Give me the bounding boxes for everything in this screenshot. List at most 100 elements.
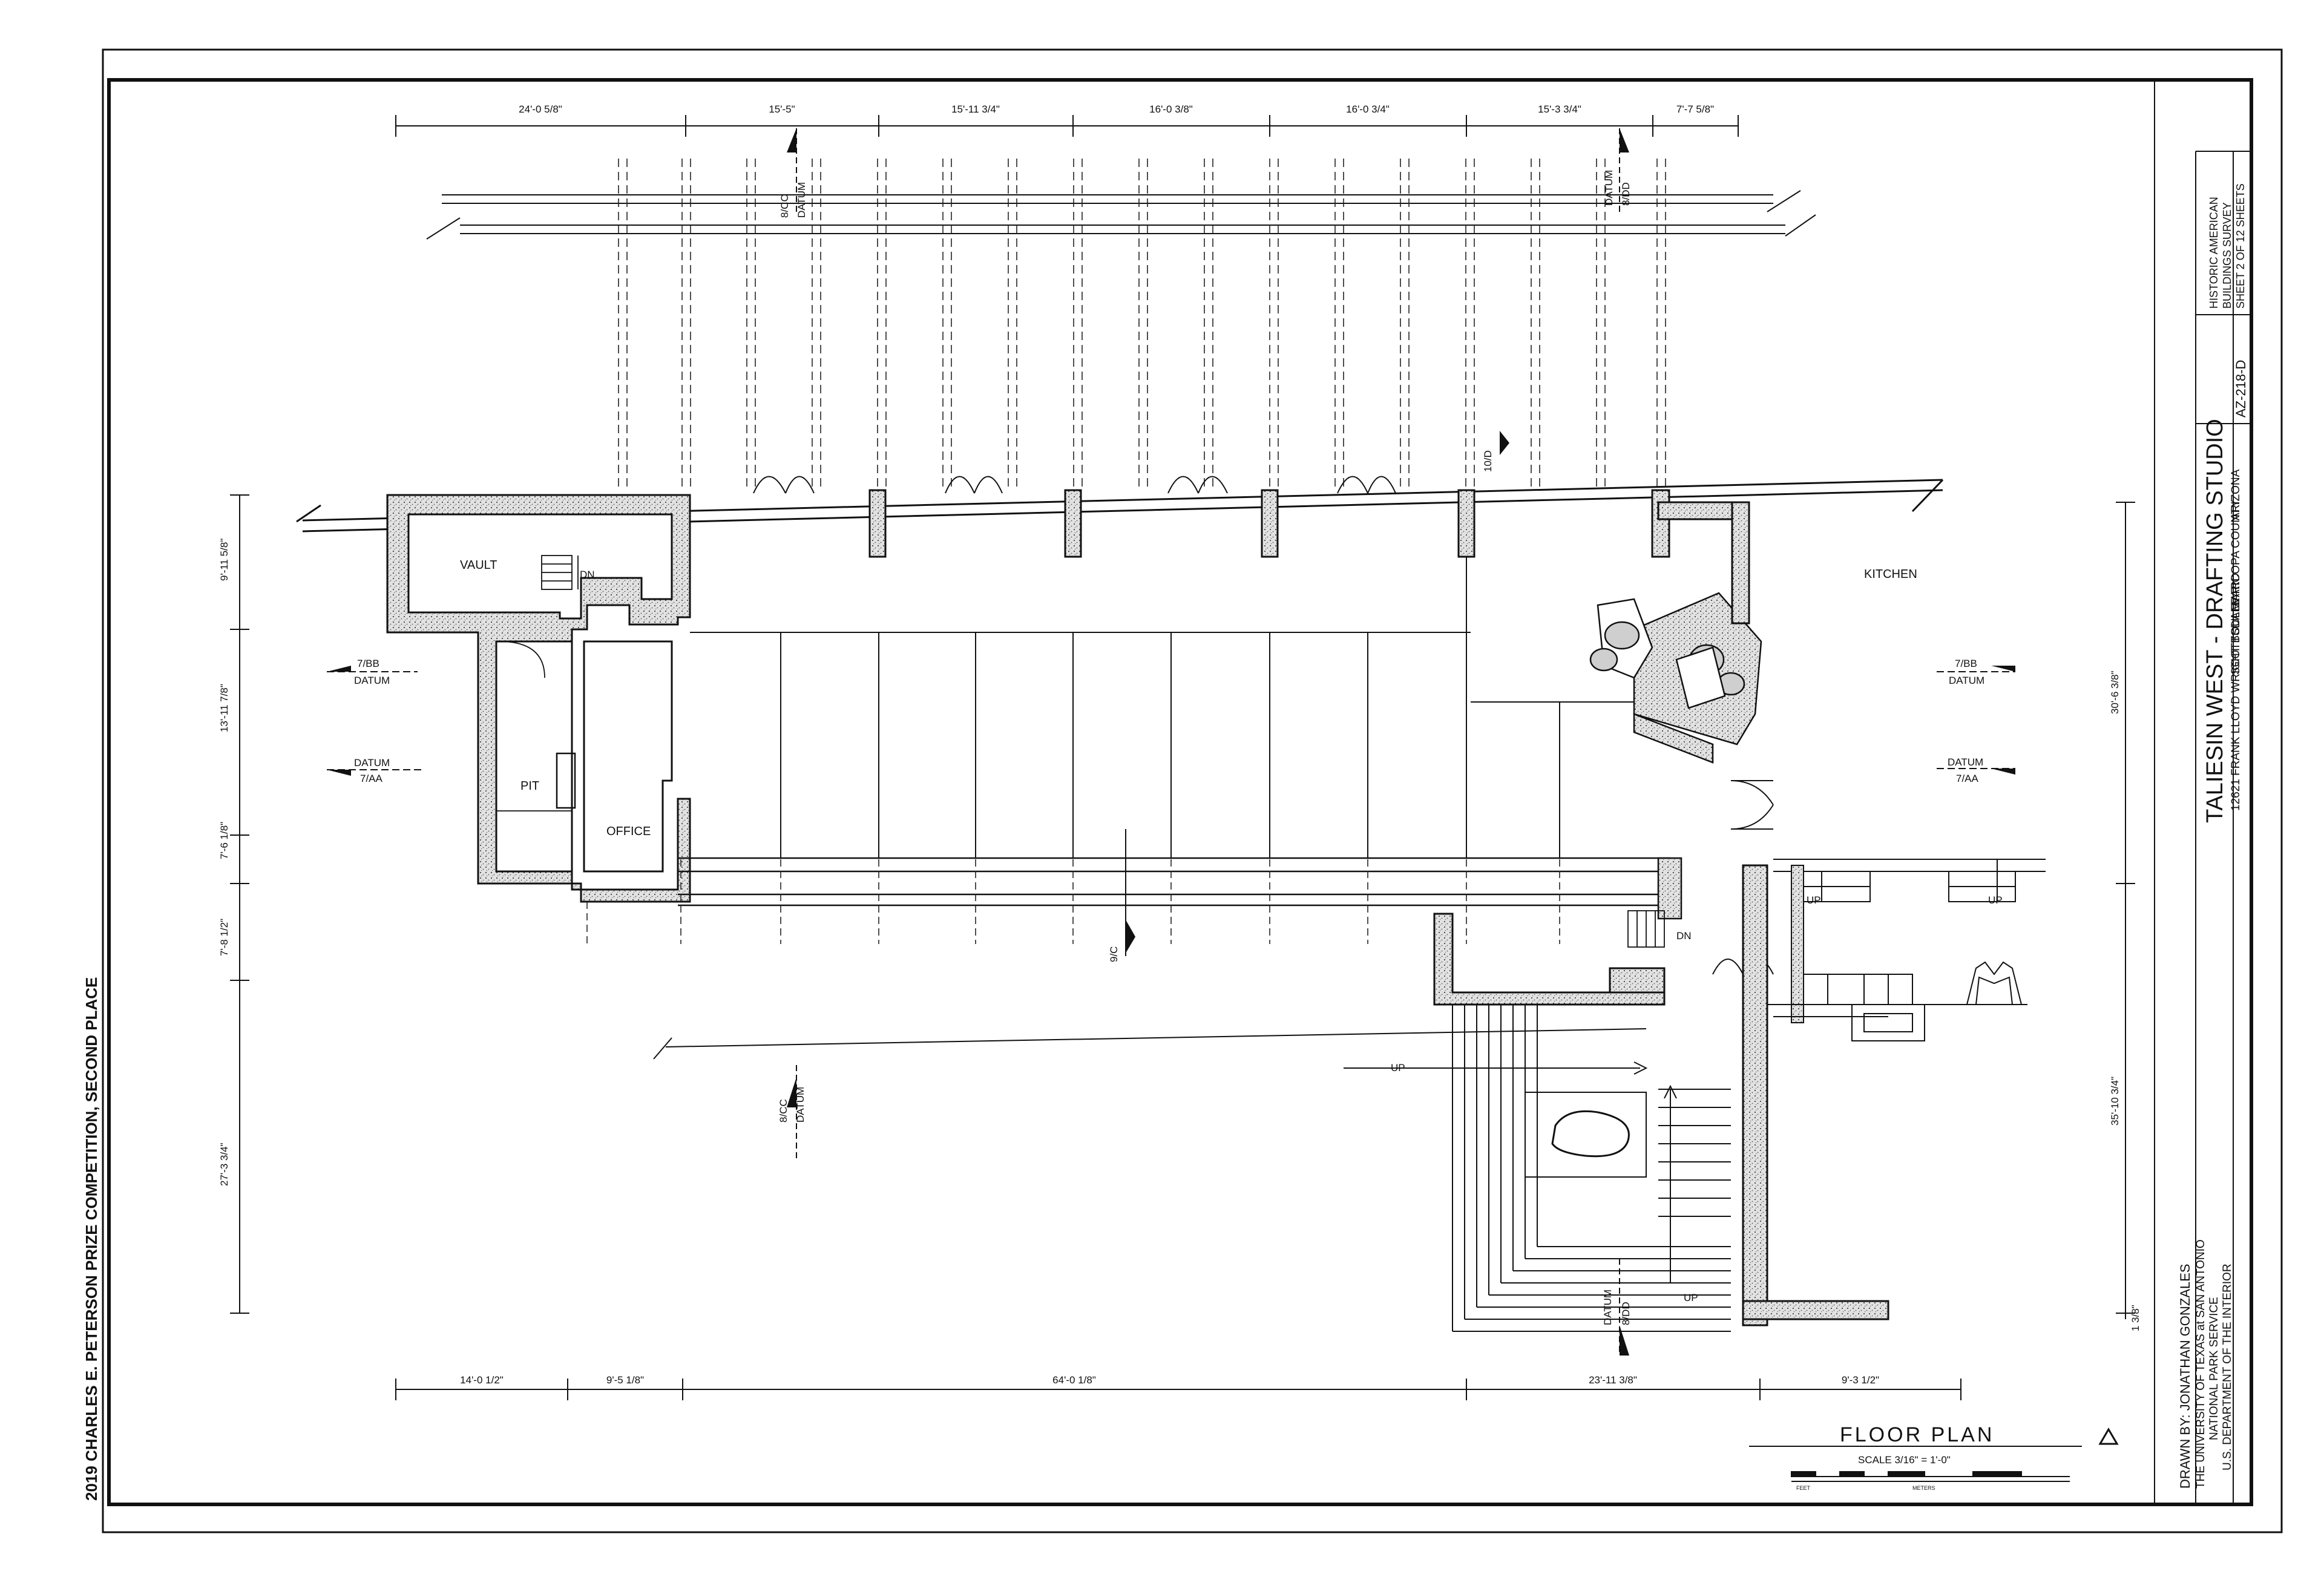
left-dimension-5: 27'-3 3/4" xyxy=(218,1143,230,1186)
vault-office-walls xyxy=(386,494,691,903)
trellis-beams xyxy=(426,190,1816,240)
bottom-dimension-3: 64'-0 1/8" xyxy=(1052,1374,1096,1386)
pool-planter xyxy=(1525,1092,1647,1178)
survey-sheet: SHEET 2 OF 12 SHEETS xyxy=(2234,183,2247,309)
top-dimension-7: 7'-7 5/8" xyxy=(1676,103,1714,115)
section-arrow-9c xyxy=(1126,920,1135,953)
section-cc-lower-label: 8/CC xyxy=(778,1099,789,1123)
south-post-dashes xyxy=(586,859,1560,944)
stair-up-lower: UP xyxy=(1684,1292,1698,1303)
south-beam xyxy=(678,857,1682,920)
north-door-swings xyxy=(753,476,1396,494)
north-arrow-triangle xyxy=(2098,1428,2119,1445)
drafting-room-grid xyxy=(690,502,1658,859)
survey-line-1: HISTORIC AMERICAN xyxy=(2208,197,2220,309)
drawn-by-line-4: U.S. DEPARTMENT OF THE INTERIOR xyxy=(2221,1264,2234,1470)
bottom-dimension-2: 9'-5 1/8" xyxy=(606,1374,644,1386)
right-dimension-3: 1 3/8" xyxy=(2130,1305,2141,1331)
structural-columns xyxy=(868,489,1670,558)
project-county: MARICOPA COUNTY xyxy=(2230,499,2242,611)
bottom-dimension-string xyxy=(395,1379,1961,1400)
lower-landing-walls xyxy=(1433,864,1889,1326)
left-dimension-3: 7'-6 1/8" xyxy=(218,822,230,859)
section-aa-east-datum: DATUM xyxy=(1948,756,1983,768)
terrace-up-1: UP xyxy=(1807,894,1821,906)
section-arrow-cc-top xyxy=(787,128,796,152)
drawn-by-line-2: THE UNIVERSITY OF TEXAS at SAN ANTONIO xyxy=(2194,1239,2207,1489)
top-dimension-1: 24'-0 5/8" xyxy=(519,103,562,115)
section-dd-lower-label: 8/DD xyxy=(1620,1302,1632,1325)
lower-stair-steps xyxy=(1452,1005,1731,1332)
section-bb-east-label: 7/BB xyxy=(1955,658,1977,669)
section-arrow-cc-lower xyxy=(787,1077,796,1107)
left-dimension-1: 9'-11 5/8" xyxy=(218,539,230,581)
room-label-vault: VAULT xyxy=(460,559,497,572)
scale-feet-label: FEET xyxy=(1796,1485,1811,1491)
section-arrow-bb-east xyxy=(1991,666,2015,672)
section-bb-west-label: 7/BB xyxy=(357,658,379,669)
graphic-scale-bar xyxy=(1791,1471,2070,1482)
outer-border xyxy=(102,48,2283,1533)
rafter-dashed-lines xyxy=(618,159,1666,490)
section-arrow-dd-lower xyxy=(1620,1325,1629,1356)
inner-border xyxy=(107,78,2253,1506)
drawn-by-line-3: NATIONAL PARK SERVICE xyxy=(2208,1297,2221,1440)
vault-stair-dn: DN xyxy=(580,569,595,580)
drawing-title: FLOOR PLAN xyxy=(1840,1423,1994,1446)
project-city: SCOTTSDALE xyxy=(2230,598,2242,675)
terrace-up-2: UP xyxy=(1988,894,2003,906)
section-arrow-bb-west xyxy=(327,666,351,672)
section-arrow-dd-top xyxy=(1620,128,1629,152)
kitchen-wall xyxy=(1657,501,1750,625)
top-dimension-4: 16'-0 3/8" xyxy=(1149,103,1193,115)
section-bb-west-datum: DATUM xyxy=(354,675,390,686)
drawn-by-line-1: DRAWN BY: JONATHAN GONZALES xyxy=(2178,1264,2193,1489)
survey-number: AZ-218-D xyxy=(2233,360,2248,418)
stair-dn-landing: DN xyxy=(1676,930,1692,942)
bottom-dimension-1: 14'-0 1/2" xyxy=(460,1374,504,1386)
landing-stair-small xyxy=(1627,910,1665,948)
left-dimension-string xyxy=(230,494,249,1314)
section-cc-top-datum: DATUM xyxy=(796,182,807,218)
section-arrow-aa-west xyxy=(327,770,351,776)
project-address: 12621 FRANK LLOYD WRIGHT BOULEVARD xyxy=(2230,573,2242,811)
east-terrace-details xyxy=(1767,859,2046,1041)
right-dimension-2: 35'-10 3/4" xyxy=(2109,1077,2121,1126)
section-dd-top-label: 8/DD xyxy=(1620,182,1632,206)
left-dimension-2: 13'-11 7/8" xyxy=(218,684,230,732)
vault-interior-stair xyxy=(496,555,579,811)
top-dimension-5: 16'-0 3/4" xyxy=(1346,103,1390,115)
room-label-pit: PIT xyxy=(520,779,539,793)
section-bb-east-datum: DATUM xyxy=(1949,675,1984,686)
drawing-scale: SCALE 3/16" = 1'-0" xyxy=(1858,1454,1951,1466)
section-arrow-aa-east xyxy=(1991,769,2015,775)
room-label-office: OFFICE xyxy=(606,825,651,838)
section-cc-top-label: 8/CC xyxy=(779,194,790,218)
competition-caption: 2019 CHARLES E. PETERSON PRIZE COMPETITI… xyxy=(82,977,100,1501)
top-dimension-string xyxy=(395,115,1739,137)
project-state: ARIZONA xyxy=(2230,469,2242,520)
section-dd-top-datum: DATUM xyxy=(1603,170,1615,206)
section-aa-west-label: 7/AA xyxy=(360,773,383,784)
section-9c-label: 9/C xyxy=(1108,946,1120,962)
scale-meters-label: METERS xyxy=(1912,1485,1935,1491)
section-cc-lower-datum: DATUM xyxy=(795,1087,806,1123)
section-dd-lower-datum: DATUM xyxy=(1602,1290,1613,1325)
stair-up-main: UP xyxy=(1391,1062,1405,1074)
top-dimension-2: 15'-5" xyxy=(769,103,795,115)
bottom-dimension-4: 23'-11 3/8" xyxy=(1589,1374,1637,1386)
section-aa-east-label: 7/AA xyxy=(1956,773,1979,784)
top-dimension-3: 15'-11 3/4" xyxy=(951,103,1000,115)
bottom-dimension-5: 9'-3 1/2" xyxy=(1842,1374,1879,1386)
section-aa-west-datum: DATUM xyxy=(354,757,390,769)
survey-line-2: BUILDINGS SURVEY xyxy=(2221,202,2233,309)
project-title: TALIESIN WEST - DRAFTING STUDIO xyxy=(2202,419,2228,823)
top-dimension-6: 15'-3 3/4" xyxy=(1538,103,1581,115)
fireplace-stonework xyxy=(1589,592,1762,764)
right-dimension-string xyxy=(2116,502,2135,1319)
room-label-kitchen: KITCHEN xyxy=(1864,568,1917,581)
section-10d-label: 10/D xyxy=(1482,450,1494,472)
left-dimension-4: 7'-8 1/2" xyxy=(218,919,230,956)
approach-lines xyxy=(653,1028,1677,1283)
